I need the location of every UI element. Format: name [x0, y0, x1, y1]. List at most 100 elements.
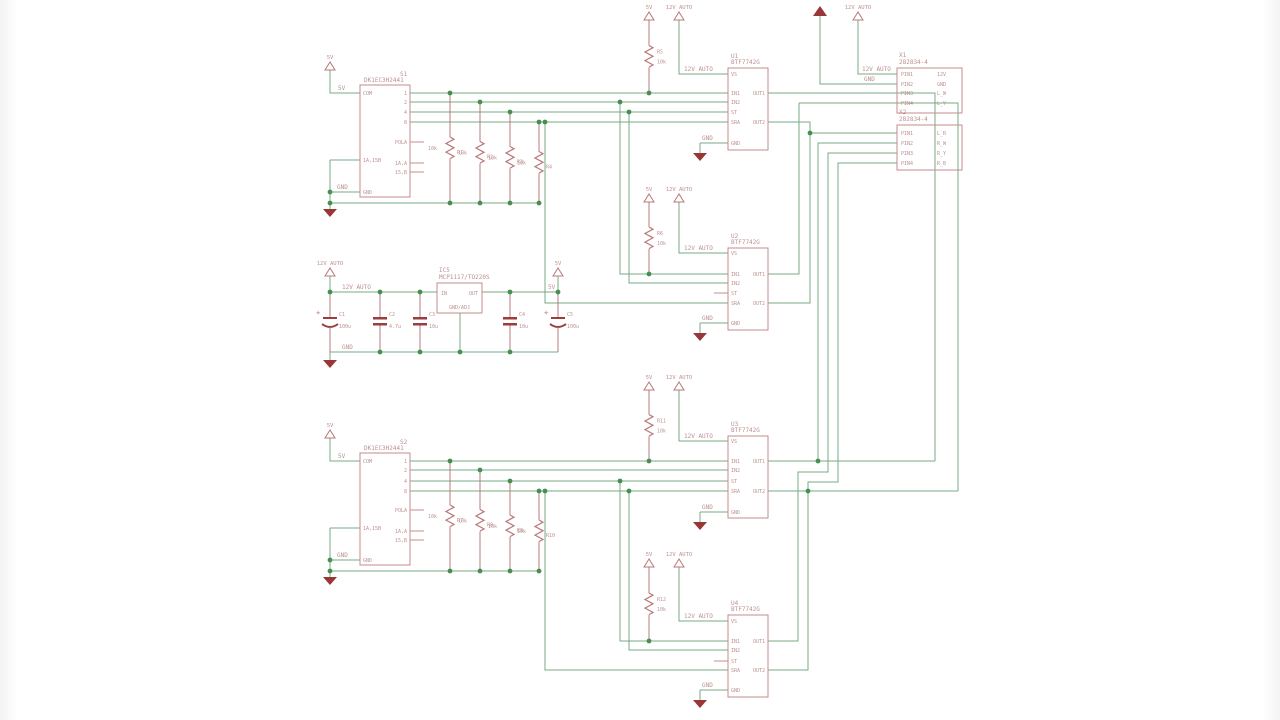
schematic-text: OUT2 — [753, 120, 765, 126]
schematic-text: 10k — [657, 241, 666, 247]
wire[interactable] — [768, 121, 811, 304]
wire[interactable] — [768, 152, 897, 642]
schematic-text: 1A,15B — [363, 526, 381, 532]
schematic-text: 2 — [404, 468, 407, 474]
schematic-text: L_W — [937, 91, 947, 97]
wire[interactable] — [819, 16, 897, 85]
schematic-text: + — [316, 309, 320, 317]
schematic-text: 12V AUTO — [342, 284, 371, 291]
wire[interactable] — [768, 92, 936, 461]
wire[interactable] — [329, 70, 360, 94]
junction-dot — [447, 568, 453, 574]
resistor-r11[interactable]: R11 10k — [643, 390, 666, 461]
schematic-text: VS — [731, 439, 737, 445]
wire[interactable] — [329, 438, 360, 462]
schematic-text: 5V — [338, 453, 346, 460]
schematic-text: GND — [937, 82, 946, 88]
wire[interactable] — [799, 102, 959, 491]
schematic-text: 10u — [519, 324, 528, 330]
schematic-text: OUT — [469, 291, 478, 297]
wire[interactable] — [544, 491, 728, 671]
wire[interactable] — [678, 202, 728, 254]
schematic-text: R11 — [657, 419, 666, 425]
gnd-symbol — [693, 522, 707, 530]
wire[interactable] — [678, 390, 728, 442]
supply-arrow-12v-auto: 12V AUTO — [666, 5, 693, 21]
wire[interactable] — [768, 491, 809, 671]
schematic-text: GND — [702, 504, 713, 511]
junction-dot — [536, 119, 542, 125]
gnd-symbol — [693, 700, 707, 708]
schematic-text: 10k — [428, 146, 437, 152]
capacitor-c2[interactable]: C24.7u — [373, 292, 401, 352]
wire[interactable] — [619, 102, 728, 275]
junction-dot — [507, 568, 513, 574]
schematic-text: PIN3 — [901, 151, 913, 157]
schematic-text: 8 — [404, 489, 407, 495]
schematic-text: BTF7742G — [731, 239, 760, 246]
wire[interactable] — [678, 567, 728, 622]
schematic-text: GND — [731, 141, 740, 147]
schematic-text: 10k — [428, 514, 437, 520]
schematic-text: POLA — [395, 508, 407, 514]
schematic-text: 5V — [327, 423, 334, 429]
junction-dot — [327, 568, 333, 574]
schematic-text: GND — [337, 184, 348, 191]
wire[interactable] — [768, 103, 800, 275]
schematic-text: 10k — [657, 429, 666, 435]
gnd-symbol — [323, 209, 337, 217]
wire[interactable] — [678, 20, 728, 75]
junction-dot — [417, 349, 423, 355]
schematic-text: 12V AUTO — [666, 5, 693, 11]
wire[interactable] — [857, 20, 897, 75]
wire[interactable] — [619, 481, 728, 642]
junction-dot — [536, 568, 542, 574]
supply-arrow-5v: 5V — [324, 55, 336, 71]
ground-symbols — [323, 153, 707, 708]
wire[interactable] — [628, 112, 728, 284]
schematic-text: 10k — [488, 156, 497, 162]
schematic-text: ST — [731, 479, 737, 485]
wire[interactable] — [807, 162, 897, 491]
wire[interactable] — [817, 142, 897, 461]
schematic-text: 12V AUTO — [684, 613, 713, 620]
gnd-symbol — [323, 577, 337, 585]
wire[interactable] — [628, 491, 728, 651]
schematic-text: R5 — [657, 50, 663, 56]
junction-dot — [805, 488, 811, 494]
switch-s2[interactable]: S2DK1EC3H2441COM1A,15BGND1248POLA1A,A15,… — [359, 439, 424, 566]
schematic-text: PIN1 — [901, 72, 913, 78]
wire[interactable] — [544, 122, 728, 304]
schematic-text: IN2 — [731, 281, 740, 287]
gnd-symbol — [693, 153, 707, 161]
junction-dot — [327, 557, 333, 563]
switch-s1[interactable]: S1DK1EC3H2441COM1A,15BGND1248POLA1A,A15,… — [359, 71, 424, 198]
schematic-text: PIN2 — [901, 141, 913, 147]
schematic-text: VS — [731, 251, 737, 257]
schematic-text: BTF7742G — [731, 427, 760, 434]
schematic-text: OUT1 — [753, 272, 765, 278]
